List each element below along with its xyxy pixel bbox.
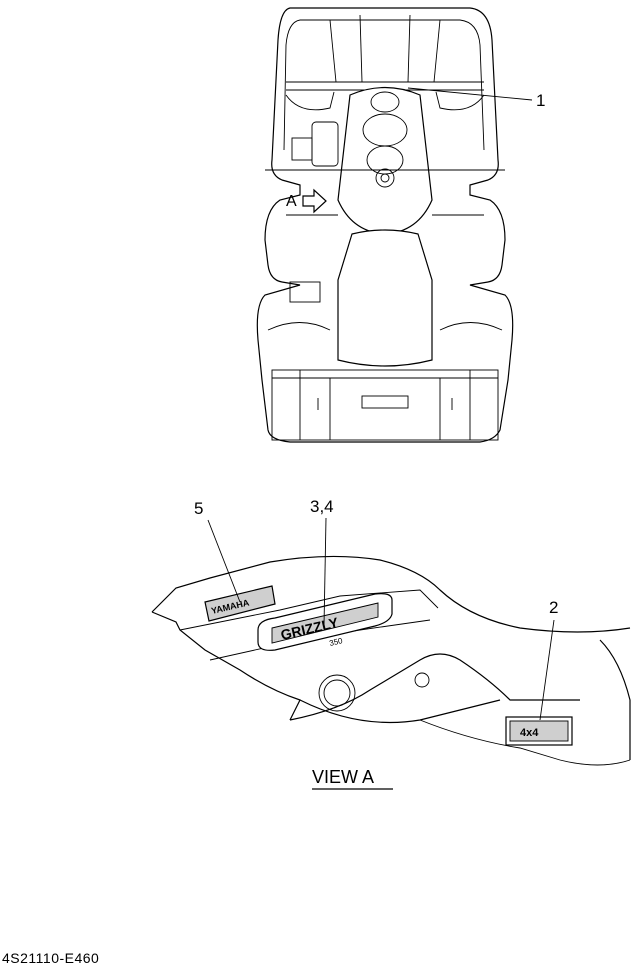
model-decal-subtext: 350 [328,636,344,648]
callout-1-label: 1 [536,91,545,110]
view-title: VIEW A [312,767,393,790]
model-decal: GRIZZLY 350 [257,593,393,651]
badge-decal-text: 4x4 [520,727,539,739]
callout-3-4: 3,4 [310,497,334,627]
drawing-code: 4S21110-E460 [2,950,100,966]
callout-2-label: 2 [549,598,558,617]
callout-3-4-label: 3,4 [310,497,334,516]
view-title-text: VIEW A [312,767,374,787]
view-direction-arrow-icon [302,188,327,214]
view-a-marker: A [286,188,327,214]
atv-top-view [256,7,514,443]
callout-1: 1 [407,87,545,110]
callout-2: 2 [539,598,558,721]
brand-decal: YAMAHA [204,585,276,622]
badge-decal: 4x4 [505,716,573,746]
atv-side-view: YAMAHA GRIZZLY 350 4x4 [151,555,631,766]
callout-5: 5 [194,499,241,603]
view-a-marker-label: A [286,193,297,210]
callout-5-label: 5 [194,499,203,518]
